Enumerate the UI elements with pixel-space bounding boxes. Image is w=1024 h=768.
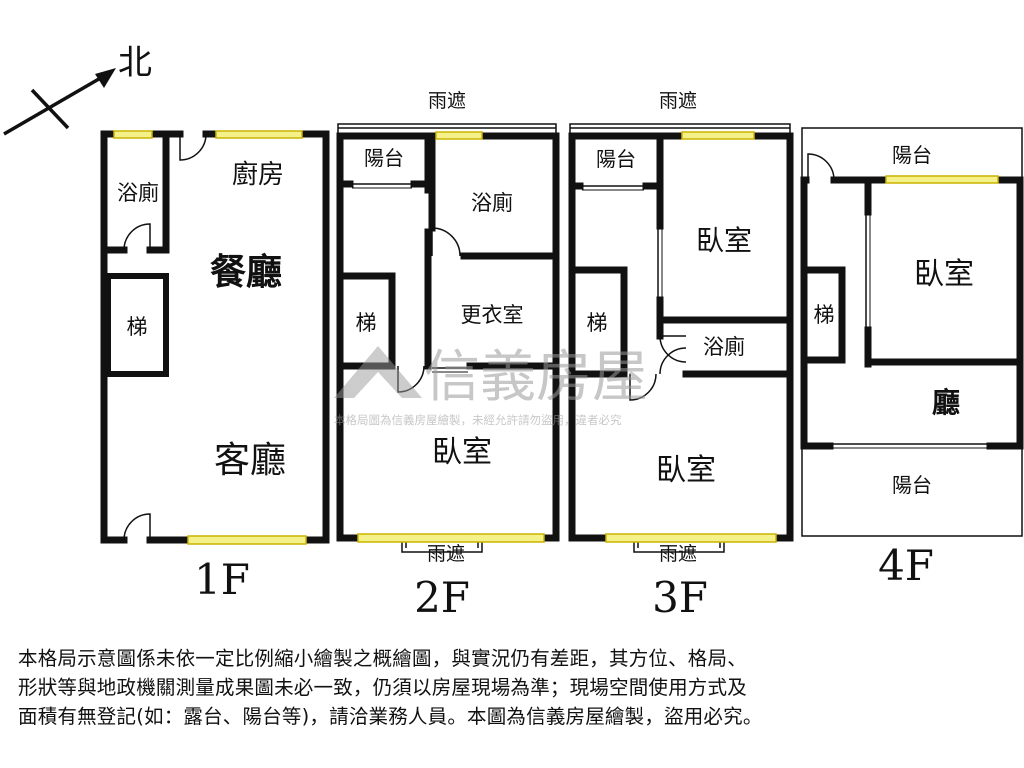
floor-2f-openings <box>352 131 545 543</box>
room-3f-bedroom-bottom: 臥室 <box>656 453 716 488</box>
room-1f-bath: 浴廁 <box>117 181 159 205</box>
north-compass: 北 <box>3 43 152 136</box>
watermark-logo-icon <box>334 346 422 398</box>
room-2f-bath: 浴廁 <box>471 191 513 215</box>
room-3f-balcony: 陽台 <box>596 147 636 171</box>
floor-label-2f: 2F <box>414 573 470 622</box>
room-3f-stairs: 梯 <box>587 311 608 335</box>
canopy-2f-bottom: 雨遮 <box>427 543 465 565</box>
canopy-3f-top: 雨遮 <box>659 90 697 112</box>
floor-3f-openings <box>582 131 777 543</box>
room-1f-living: 客廳 <box>214 440 286 481</box>
north-label: 北 <box>118 43 152 83</box>
room-4f-balcony-bottom: 陽台 <box>892 473 932 497</box>
north-arrow-icon <box>95 68 116 88</box>
room-4f-bedroom: 臥室 <box>914 257 974 292</box>
room-2f-bedroom: 臥室 <box>432 435 492 470</box>
disclaimer-line-3: 面積有無登記(如：露台、陽台等)，請洽業務人員。本圖為信義房屋繪製，盜用必究。 <box>18 705 763 728</box>
canopy-3f-bottom: 雨遮 <box>659 543 697 565</box>
floor-4f <box>800 176 1024 450</box>
floor-2f <box>336 132 560 542</box>
room-1f-dining: 餐廳 <box>210 251 282 293</box>
disclaimer-line-1: 本格局示意圖係未依一定比例縮小繪製之概繪圖，與實況仍有差距，其方位、格局、 <box>18 647 747 670</box>
floor-label-3f: 3F <box>652 573 708 622</box>
floor-label-1f: 1F <box>194 555 250 604</box>
floor-1f-openings <box>113 130 307 545</box>
room-3f-bedroom-top: 臥室 <box>696 224 752 257</box>
room-2f-balcony: 陽台 <box>364 146 404 170</box>
floor-plan-diagram: 北 浴廁 廚房 餐廳 梯 客廳 1F <box>3 43 1024 622</box>
room-1f-kitchen: 廚房 <box>232 160 284 190</box>
watermark-notice: 本格局圖為信義房屋繪製，未經允許請勿盜用，違者必究 <box>334 413 622 427</box>
floor-4f-openings <box>807 153 999 449</box>
canopy-2f-top: 雨遮 <box>428 90 466 112</box>
watermark: 信義房屋 本格局圖為信義房屋繪製，未經允許請勿盜用，違者必究 <box>334 345 648 427</box>
room-4f-hall: 廳 <box>932 386 960 419</box>
room-2f-closet: 更衣室 <box>461 303 524 327</box>
floor-label-4f: 4F <box>878 541 934 590</box>
room-4f-stairs: 梯 <box>814 303 835 327</box>
room-2f-stairs: 梯 <box>356 311 377 335</box>
watermark-brand: 信義房屋 <box>424 345 648 410</box>
disclaimer: 本格局示意圖係未依一定比例縮小繪製之概繪圖，與實況仍有差距，其方位、格局、 形狀… <box>18 644 1008 731</box>
floor-3f <box>568 132 794 542</box>
room-3f-bath: 浴廁 <box>703 335 745 359</box>
room-1f-stairs: 梯 <box>127 315 148 339</box>
room-4f-balcony-top: 陽台 <box>892 143 932 167</box>
disclaimer-line-2: 形狀等與地政機關測量成果圖未必一致，仍須以房屋現場為準；現場空間使用方式及 <box>18 676 747 699</box>
